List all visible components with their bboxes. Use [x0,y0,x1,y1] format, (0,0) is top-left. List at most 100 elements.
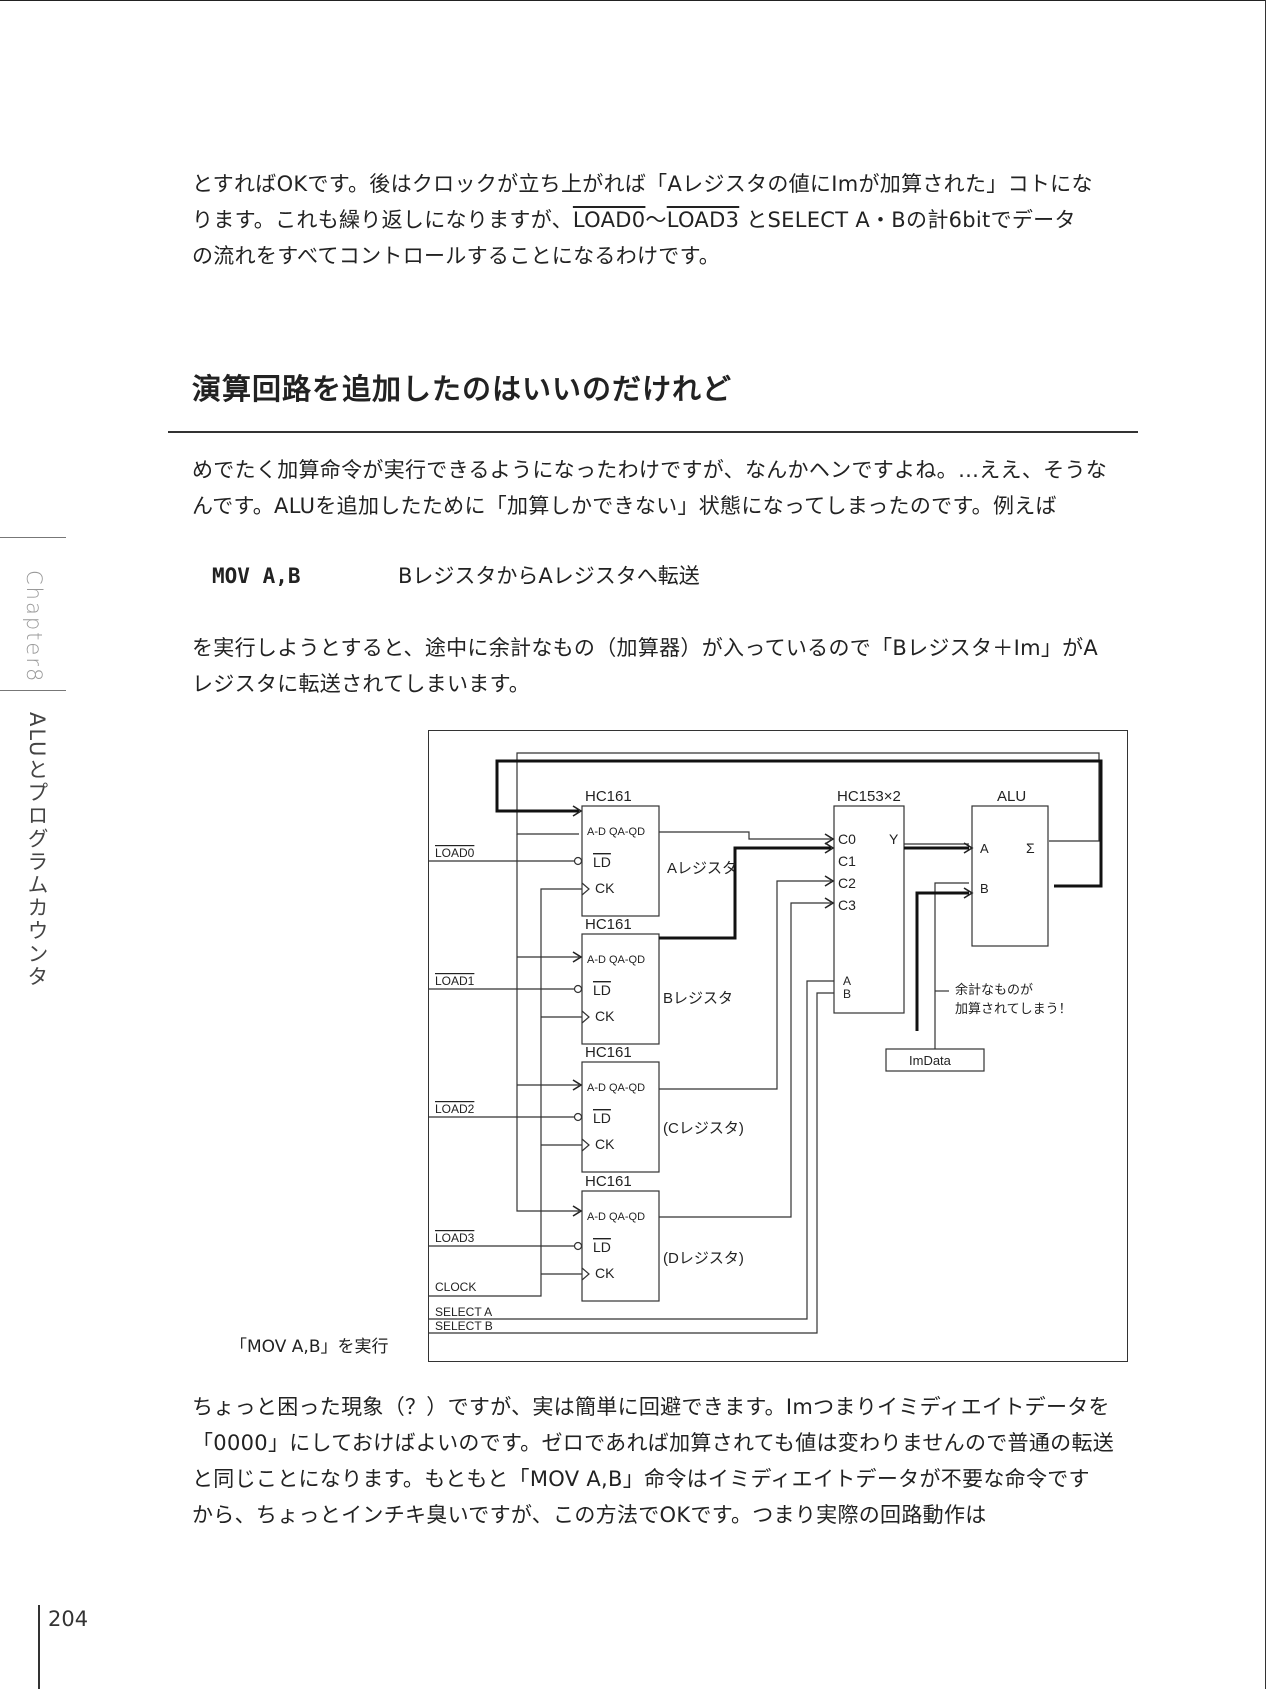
select-b-label: SELECT B [435,1319,493,1333]
paragraph-4: ちょっと困った現象（？）ですが、実は簡単に回避できます。Imつまりイミディエイト… [192,1389,1142,1533]
ck-triangle-1 [581,882,590,896]
bus-distribution-wire [516,834,579,1212]
paragraph-1: とすればOKです。後はクロックが立ち上がれば「Aレジスタの値にImが加算された」… [192,166,1142,274]
mux-c2: C2 [838,875,856,891]
note-line-2: 加算されてしまう！ [955,1001,1072,1016]
chip-2-ld: LD [593,982,611,998]
arrow-c3 [824,897,835,909]
chip-3-ports: A-D QA-QD [587,1082,645,1094]
c-to-c2-wire [659,880,831,1090]
ld-bubble-3 [573,1112,583,1122]
chip-4-ld: LD [593,1239,611,1255]
chip-3-title: HC161 [585,1044,632,1061]
paragraph-1-line-3: の流れをすべてコントロールすることになるわけです。 [192,244,721,268]
paragraph-4-line-1: ちょっと困った現象（？）ですが、実は簡単に回避できます。Imつまりイミディエイト… [192,1395,1110,1419]
mux-select-b: B [843,987,851,1001]
select-a-label: SELECT A [435,1305,492,1319]
page-number-rule [38,1605,40,1689]
sidebar-rule-middle [0,690,66,691]
tilde: 〜 [645,208,667,232]
ld-bubble-4 [573,1241,583,1251]
mux-c1: C1 [838,853,856,869]
alu-in-b: B [980,881,989,896]
paragraph-4-line-3: と同じことになります。もともと「MOV A,B」命令はイミディエイトデータが不要… [192,1467,1090,1491]
chip-3-ld: LD [593,1110,611,1126]
load3-overline: LOAD3 [666,208,740,232]
mux-title: HC153×2 [837,788,901,805]
code-example: MOV A,B BレジスタからAレジスタへ転送 [212,560,700,590]
paragraph-1-line-2a: ります。これも繰り返しになりますが、 [192,208,573,232]
sidebar-rule-top [0,537,66,538]
alu-sigma: Σ [1026,840,1035,856]
note-line-1: 余計なものが [955,982,1033,997]
ld-bubble-2 [573,984,583,994]
load3-label: LOAD3 [435,1231,475,1245]
chip-1-ck: CK [595,880,615,896]
mux-y: Y [889,831,899,847]
paragraph-2: めでたく加算命令が実行できるようになったわけですが、なんかヘンですよね。…ええ、… [192,452,1142,524]
page-number: 204 [48,1607,89,1631]
load1-label: LOAD1 [435,974,475,988]
register-c-label: (Cレジスタ) [663,1120,744,1137]
paragraph-1-line-1: とすればOKです。後はクロックが立ち上がれば「Aレジスタの値にImが加算された」… [192,172,1093,196]
feedback-wire [516,752,1100,842]
register-a-label: Aレジスタ [667,860,737,877]
chip-3-ck: CK [595,1136,615,1152]
circuit-diagram: HC161 HC161 HC161 HC161 A-D QA-QD A-D QA… [428,730,1128,1362]
ck-triangle-2 [581,1010,590,1024]
arrow-c-input [572,1079,583,1091]
register-d-label: (Dレジスタ) [663,1250,744,1267]
arrow-c2 [824,875,835,887]
qa-to-c0-wire [659,831,831,840]
imdata-to-alu-wire [934,882,969,1049]
load0-overline: LOAD0 [572,208,646,232]
code-description: BレジスタからAレジスタへ転送 [398,564,700,588]
chip-2-title: HC161 [585,916,632,933]
chip-1-ld: LD [593,854,611,870]
paragraph-4-line-2: 「0000」にしておけばよいのです。ゼロであれば加算されても値は変わりませんので… [192,1431,1115,1455]
arrow-a-input [572,805,583,817]
imdata-label: ImData [909,1053,952,1068]
mux-select-a: A [843,974,851,988]
alu-in-a: A [980,841,989,856]
chip-1-title: HC161 [585,788,632,805]
arrow-c0 [824,833,835,845]
arrow-b-input [572,951,583,963]
mux-c0: C0 [838,831,856,847]
paragraph-2-line-1: めでたく加算命令が実行できるようになったわけですが、なんかヘンですよね。…ええ、… [192,458,1108,482]
paragraph-3-line-1: を実行しようとすると、途中に余計なもの（加算器）が入っているので「Bレジスタ＋I… [192,636,1099,660]
arrow-alu-a [963,842,974,854]
register-b-label: Bレジスタ [663,990,733,1007]
figure-caption: 「MOV A,B」を実行 [230,1337,389,1357]
alu-title: ALU [997,788,1026,805]
ck-triangle-4 [581,1267,590,1281]
chip-1-ports: A-D QA-QD [587,826,645,838]
mux-c3: C3 [838,897,856,913]
arrow-c1 [824,842,835,854]
section-title: 演算回路を追加したのはいいのだけれど [192,372,733,406]
paragraph-3-line-2: レジスタに転送されてしまいます。 [192,672,531,696]
select-b-wire [429,992,834,1334]
ck-triangle-3 [581,1138,590,1152]
paragraph-2-line-2: んです。ALUを追加したために「加算しかできない」状態になってしまったのです。例… [192,494,1057,518]
ld-bubble-1 [573,856,583,866]
sidebar-title: ALUとプログラムカウンタ [25,712,49,989]
paragraph-3: を実行しようとすると、途中に余計なもの（加算器）が入っているので「Bレジスタ＋I… [192,630,1142,702]
section-rule [168,431,1138,433]
paragraph-1-line-2b: とSELECT A・Bの計6bitでデータ [739,208,1076,232]
load0-label: LOAD0 [435,846,475,860]
chip-2-ck: CK [595,1008,615,1024]
code-command: MOV A,B [212,564,301,588]
alu-box [971,805,1049,947]
clock-wire [429,888,582,1297]
arrow-alu-b [963,887,974,899]
page-right-edge [1265,0,1266,1689]
chip-4-ports: A-D QA-QD [587,1211,645,1223]
mux-box [833,805,905,1014]
chip-4-ck: CK [595,1265,615,1281]
chip-2-ports: A-D QA-QD [587,954,645,966]
chip-4-title: HC161 [585,1173,632,1190]
select-a-wire [429,980,834,1320]
active-path-b-to-mux [659,846,831,940]
clock-label: CLOCK [435,1280,476,1294]
